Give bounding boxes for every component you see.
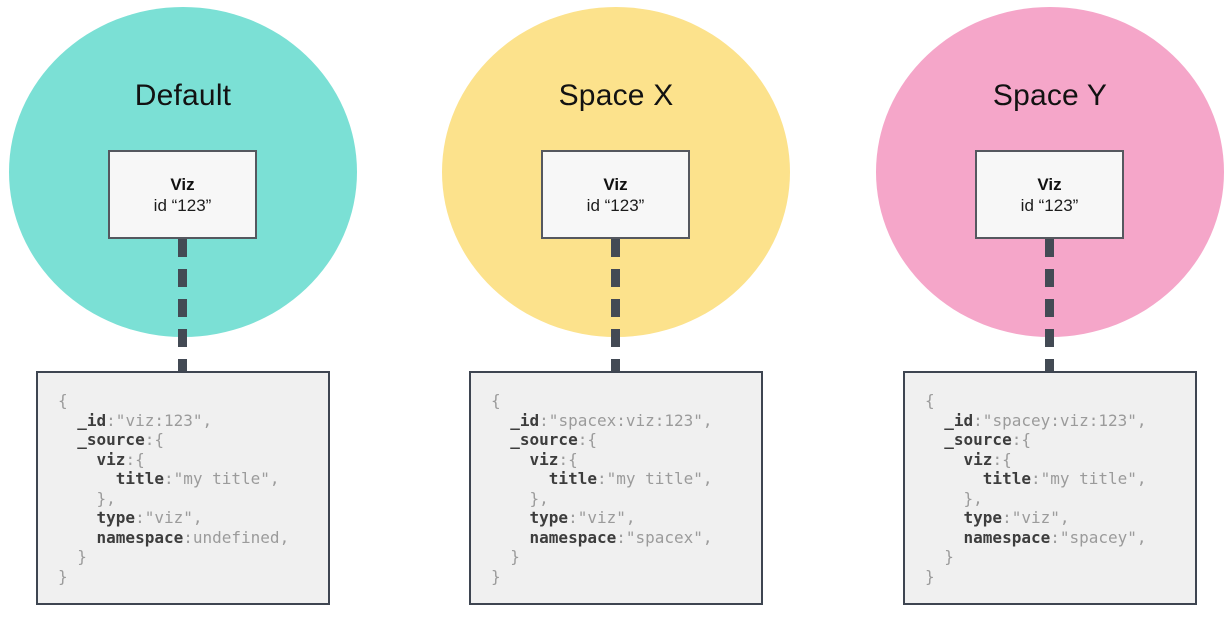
connector-dashed-line (1045, 239, 1054, 373)
code-line: _source:{ (944, 430, 1031, 449)
document-code-block: { _id:"spacex:viz:123", _source:{ viz:{ … (469, 371, 763, 605)
code-line: { (925, 391, 935, 410)
code-line: } (58, 566, 68, 586)
space-panel-spacex: Space X Viz id “123” { _id:"spacex:viz:1… (436, 0, 796, 622)
space-title-label: Space X (558, 79, 674, 112)
viz-node-id: id “123” (1020, 195, 1079, 215)
code-line: { (491, 391, 501, 410)
viz-node-title: Viz (1037, 174, 1062, 194)
code-line: }, (58, 488, 116, 508)
viz-node: Viz id “123” (541, 150, 690, 239)
space-panel-default: Default Viz id “123” { _id:"viz:123", _s… (3, 0, 363, 622)
code-line: namespace:undefined, (96, 527, 290, 547)
code-line: } (925, 566, 935, 586)
code-line: _id:"spacex:viz:123", (510, 410, 713, 430)
code-line: } (925, 547, 954, 566)
code-line: type:"viz", (96, 508, 203, 527)
code-line: viz:{ (529, 449, 578, 469)
viz-node-id: id “123” (586, 195, 645, 215)
viz-node-title: Viz (603, 174, 628, 194)
code-line: } (491, 566, 501, 586)
code-line: type:"viz", (963, 508, 1070, 527)
code-line: type:"viz", (529, 508, 636, 527)
code-line: namespace:"spacey", (963, 527, 1147, 547)
code-line: }, (491, 488, 549, 508)
code-line: _id:"viz:123", (77, 410, 213, 430)
space-title-label: Default (134, 79, 232, 112)
document-code-block: { _id:"spacey:viz:123", _source:{ viz:{ … (903, 371, 1197, 605)
code-line: _id:"spacey:viz:123", (944, 410, 1147, 430)
code-line: namespace:"spacex", (529, 527, 713, 547)
viz-node-id: id “123” (153, 195, 212, 215)
viz-node-title: Viz (170, 174, 195, 194)
code-line: title:"my title", (115, 469, 280, 488)
code-line: title:"my title", (982, 469, 1147, 488)
code-line: _source:{ (77, 430, 164, 449)
code-line: { (58, 391, 68, 410)
code-line: viz:{ (96, 449, 145, 469)
space-title-label: Space Y (992, 79, 1108, 112)
connector-dashed-line (611, 239, 620, 373)
code-line: } (58, 547, 87, 566)
connector-dashed-line (178, 239, 187, 373)
space-panel-spacey: Space Y Viz id “123” { _id:"spacey:viz:1… (870, 0, 1228, 622)
document-code-block: { _id:"viz:123", _source:{ viz:{ title:"… (36, 371, 330, 605)
code-line: title:"my title", (548, 469, 713, 488)
code-line: _source:{ (510, 430, 597, 449)
viz-node: Viz id “123” (108, 150, 257, 239)
viz-node: Viz id “123” (975, 150, 1124, 239)
code-line: }, (925, 488, 983, 508)
code-line: viz:{ (963, 449, 1012, 469)
code-line: } (491, 547, 520, 566)
